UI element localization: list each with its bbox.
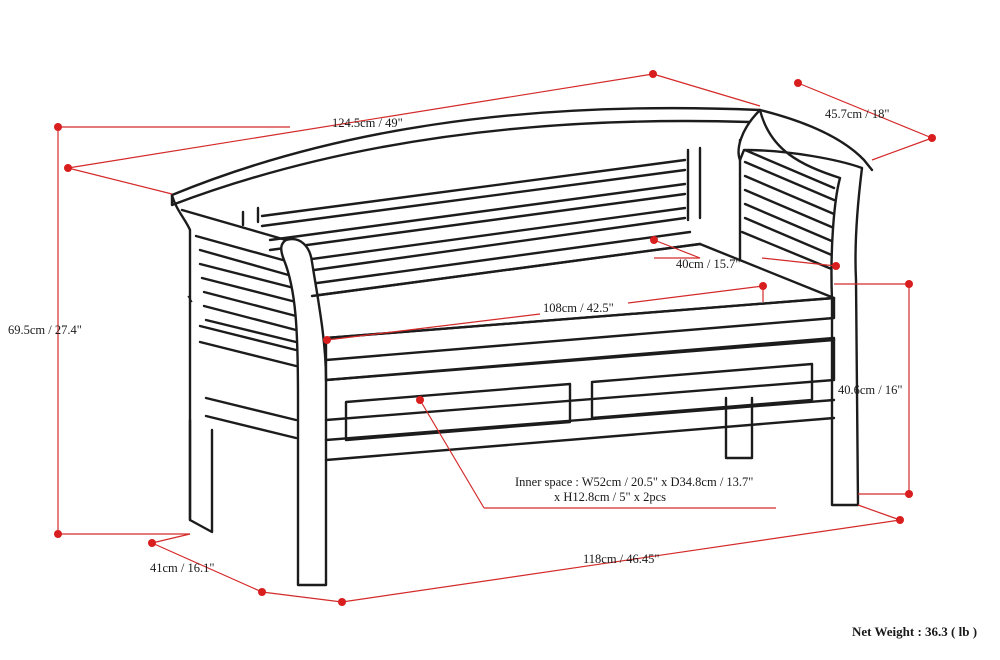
- label-seat-depth: 40cm / 15.7": [676, 257, 740, 271]
- label-net-weight: Net Weight : 36.3 ( lb ): [852, 624, 977, 639]
- label-arm-depth: 45.7cm / 18": [825, 107, 889, 121]
- label-base-length: 118cm / 46.45": [583, 552, 660, 566]
- front-right-arm-post: [737, 108, 864, 507]
- dimension-labels: 124.5cm / 49" 45.7cm / 18" 69.5cm / 27.4…: [8, 107, 977, 639]
- back-slats: [260, 158, 702, 298]
- label-seat-width: 108cm / 42.5": [543, 301, 614, 315]
- legs: [188, 396, 754, 522]
- label-total-height: 69.5cm / 27.4": [8, 323, 82, 337]
- front-left-arm-post: [280, 237, 328, 587]
- label-base-depth: 41cm / 16.1": [150, 561, 214, 575]
- label-inner-space-line1: Inner space : W52cm / 20.5" x D34.8cm / …: [515, 475, 753, 489]
- label-top-length: 124.5cm / 49": [332, 116, 403, 130]
- bench-drawing: [170, 106, 874, 587]
- label-seat-height: 40.6cm / 16": [838, 383, 902, 397]
- dimension-dots: [54, 70, 936, 606]
- drawers: [324, 336, 836, 462]
- dimension-lines: [57, 73, 933, 603]
- label-inner-space-line2: x H12.8cm / 5" x 2pcs: [554, 490, 666, 504]
